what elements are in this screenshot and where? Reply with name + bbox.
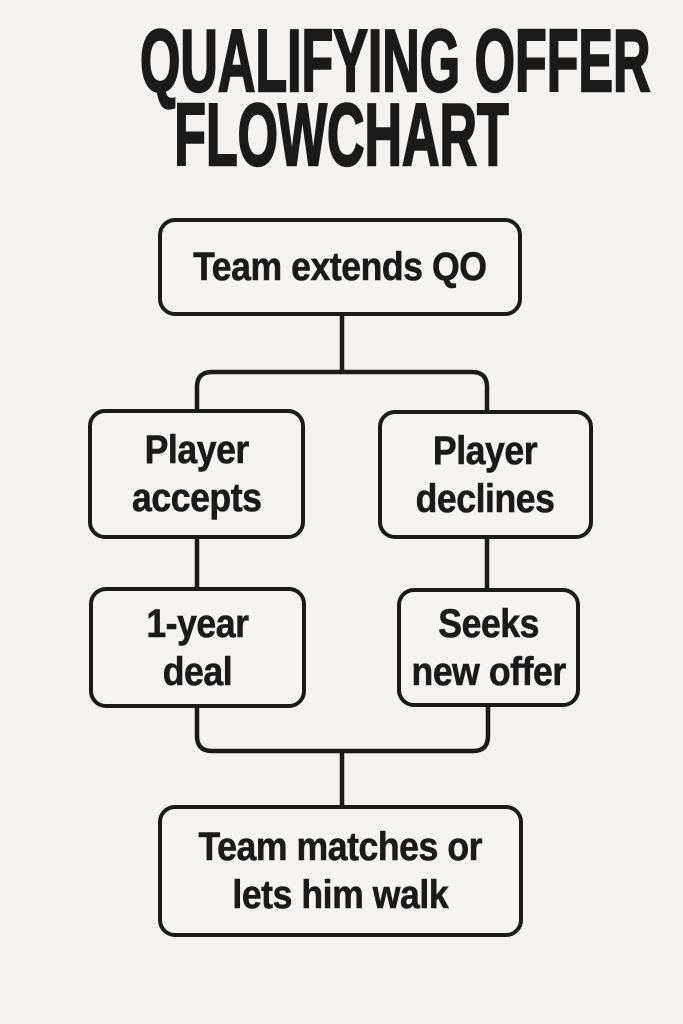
node-label-line: Player xyxy=(144,428,249,473)
node-label-line: 1-year xyxy=(146,601,249,646)
node-label: Team extends QO xyxy=(193,243,487,291)
node-seeks-new-offer: Seeks new offer xyxy=(397,588,580,707)
node-label-line: new offer xyxy=(411,649,566,694)
node-label: Team matches or lets him walk xyxy=(198,823,483,919)
page-title-line-2: FLOWCHART xyxy=(174,85,510,184)
node-label-line: deal xyxy=(162,649,233,694)
node-label-line: declines xyxy=(416,476,556,521)
node-team-extends-qo: Team extends QO xyxy=(158,218,522,316)
node-label-line: accepts xyxy=(131,476,262,521)
node-label: Player declines xyxy=(416,427,556,523)
node-player-declines: Player declines xyxy=(378,410,593,539)
node-label-line: Team matches or xyxy=(198,825,483,870)
node-player-accepts: Player accepts xyxy=(88,409,305,539)
connector-merge-bar xyxy=(194,707,491,754)
node-label-line: Team extends QO xyxy=(193,245,487,290)
node-one-year-deal: 1-year deal xyxy=(89,587,306,708)
node-label-line: Seeks xyxy=(438,601,540,646)
connector-split-bar xyxy=(194,369,490,410)
node-label-line: lets him walk xyxy=(232,873,449,918)
node-team-matches-or-lets-him-walk: Team matches or lets him walk xyxy=(158,805,523,937)
node-label: Player accepts xyxy=(131,426,262,522)
node-label: 1-year deal xyxy=(146,600,249,696)
node-label-line: Player xyxy=(433,428,538,473)
node-label: Seeks new offer xyxy=(411,600,566,696)
